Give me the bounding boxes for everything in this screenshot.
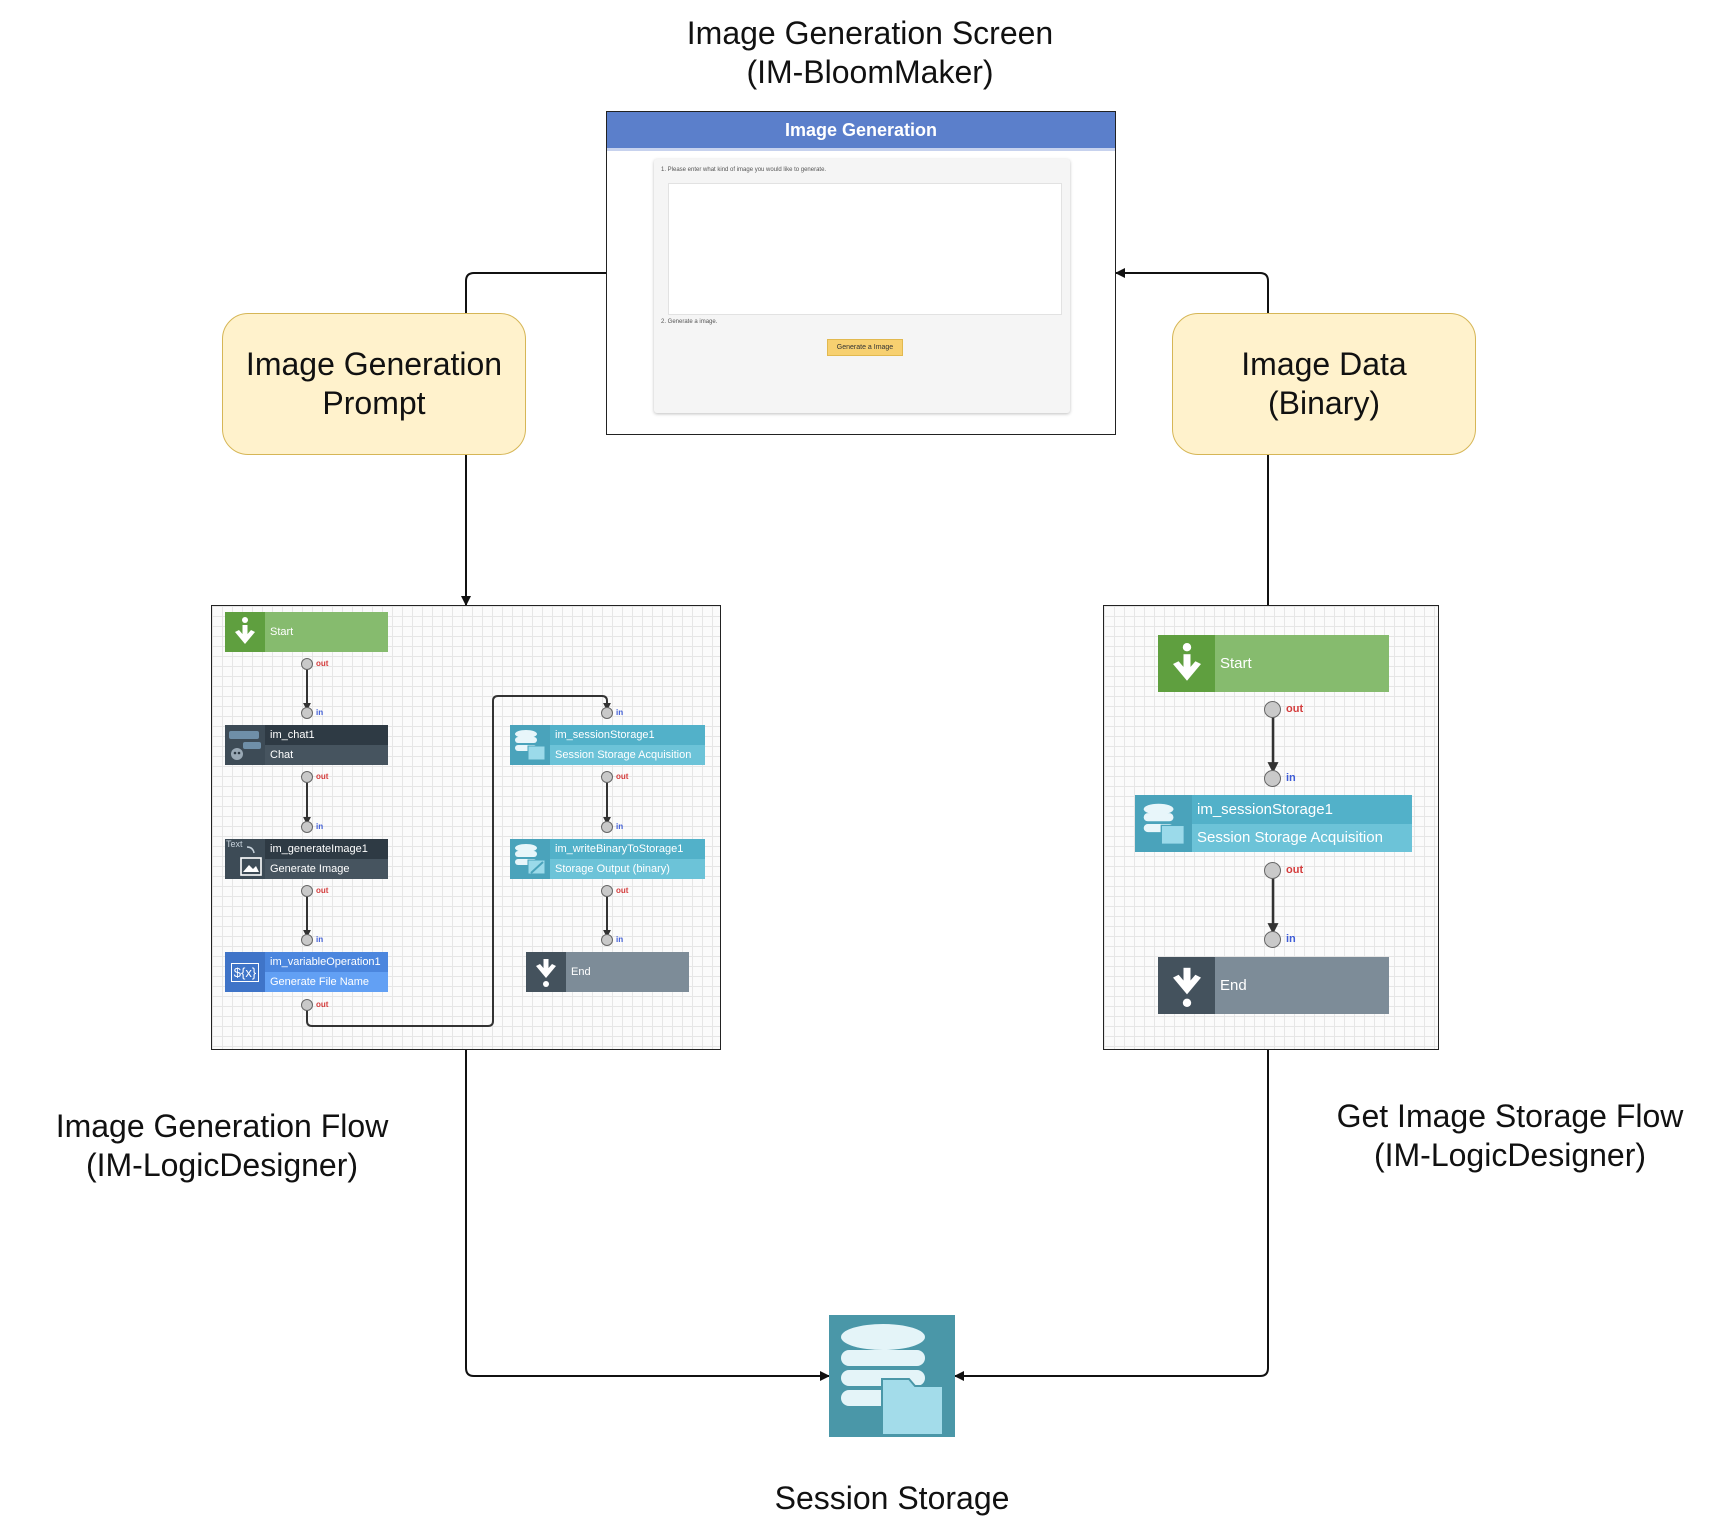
image-generate-icon: Text [225,839,265,879]
flow2-session-label: Session Storage Acquisition [1192,823,1412,852]
port-label-in: in [316,708,324,717]
flow2-start-out-port[interactable] [1264,701,1281,718]
flow1-wires [303,664,611,1027]
database-write-icon [510,839,550,879]
port-label-out: out [316,886,329,895]
database-icon [510,725,550,765]
flow1-variable-operation-node[interactable]: ${x} im_variableOperation1 Generate File… [225,952,388,992]
end-arrow-icon [1158,957,1215,1014]
port-label-out: out [616,772,629,781]
image-generation-flow-canvas: Start out in im_chat1 Chat out in Text i… [211,605,721,1050]
port-label-in: in [1286,772,1296,784]
flow1-variable-out-port[interactable] [301,999,313,1011]
flow1-write-out-port[interactable] [601,885,613,897]
port-label-in: in [316,935,324,944]
variable-icon-label: ${x} [230,962,260,982]
port-label-in: in [316,822,324,831]
variable-icon: ${x} [225,952,265,992]
flow1-start-label: Start [270,626,294,638]
flow2-session-out-port[interactable] [1264,862,1281,879]
flow1-end-label: End [571,966,591,978]
edge-flow2-to-storage [954,1050,1269,1381]
flow1-write-in-port[interactable] [601,821,613,833]
flow1-session-label: Session Storage Acquisition [550,745,705,765]
edge-flow2-to-screen [1115,268,1269,605]
flow1-write-label: Storage Output (binary) [550,859,705,879]
chat-bot-icon [225,725,265,765]
flow2-end-label: End [1220,977,1247,994]
port-label-out: out [1286,703,1304,715]
flow1-generate-image-node[interactable]: Text im_generateImage1 Generate Image [225,839,388,879]
port-label-out: out [616,886,629,895]
flow1-generate-in-port[interactable] [301,821,313,833]
flow1-session-id: im_sessionStorage1 [550,725,705,745]
flow2-session-id: im_sessionStorage1 [1192,795,1412,824]
screen-form-card: 1. Please enter what kind of image you w… [654,159,1070,413]
flow1-start-out-port[interactable] [301,658,313,670]
flow1-generate-label: Generate Image [265,859,388,879]
port-label-out: out [316,772,329,781]
port-label-out: out [1286,864,1304,876]
flow2-end-node[interactable]: End [1158,957,1389,1014]
flow1-chat-node[interactable]: im_chat1 Chat [225,725,388,765]
flow1-variable-id: im_variableOperation1 [265,952,388,972]
note-image-data-binary: Image Data (Binary) [1172,313,1476,455]
get-image-storage-flow-canvas: Start out in im_sessionStorage1 Session … [1103,605,1439,1050]
step2-text: 2. Generate a image. [661,319,718,325]
flow1-start-node[interactable]: Start [225,612,388,652]
screen-title: Image Generation Screen (IM-BloomMaker) [686,15,1054,90]
flow1-session-out-port[interactable] [601,771,613,783]
flow1-session-in-port[interactable] [601,707,613,719]
flow1-chat-id: im_chat1 [265,725,388,745]
session-storage-icon [829,1315,955,1437]
screen-header: Image Generation [607,112,1115,151]
flow1-session-storage-node[interactable]: im_sessionStorage1 Session Storage Acqui… [510,725,705,765]
port-label-out: out [316,659,329,668]
flow2-start-node[interactable]: Start [1158,635,1389,692]
flow1-chat-in-port[interactable] [301,707,313,719]
start-arrow-icon [225,612,265,652]
start-arrow-icon [1158,635,1215,692]
session-storage-caption: Session Storage [774,1480,1010,1516]
port-label-in: in [616,708,624,717]
flow1-variable-label: Generate File Name [265,972,388,992]
flow1-end-in-port[interactable] [601,934,613,946]
flow2-session-storage-node[interactable]: im_sessionStorage1 Session Storage Acqui… [1135,795,1412,852]
port-label-in: in [616,935,624,944]
port-label-in: in [1286,933,1296,945]
flow1-write-id: im_writeBinaryToStorage1 [550,839,705,859]
flow2-end-in-port[interactable] [1264,931,1281,948]
database-icon [1135,795,1192,852]
image-generation-screen: Image Generation 1. Please enter what ki… [606,111,1116,435]
flow1-chat-out-port[interactable] [301,771,313,783]
flow1-variable-in-port[interactable] [301,934,313,946]
step1-text: 1. Please enter what kind of image you w… [661,167,827,173]
flow2-wires [1267,710,1279,935]
flow1-generate-id: im_generateImage1 [265,839,388,859]
flow1-end-node[interactable]: End [526,952,689,992]
prompt-textarea[interactable] [668,183,1062,315]
port-label-in: in [616,822,624,831]
flow2-start-label: Start [1220,655,1252,672]
generate-image-button[interactable]: Generate a Image [827,339,903,356]
flow2-session-in-port[interactable] [1264,770,1281,787]
edge-screen-to-flow1 [461,272,606,606]
note-image-generation-prompt: Image Generation Prompt [222,313,526,455]
flow1-chat-label: Chat [265,745,388,765]
flow1-write-binary-node[interactable]: im_writeBinaryToStorage1 Storage Output … [510,839,705,879]
text-tag-label: Text [226,839,243,849]
flow2-caption: Get Image Storage Flow (IM-LogicDesigner… [1336,1098,1684,1173]
end-arrow-icon [526,952,566,992]
flow1-generate-out-port[interactable] [301,885,313,897]
flow1-caption: Image Generation Flow (IM-LogicDesigner) [55,1108,389,1183]
port-label-out: out [316,1000,329,1009]
edge-flow1-to-storage [465,1050,830,1381]
